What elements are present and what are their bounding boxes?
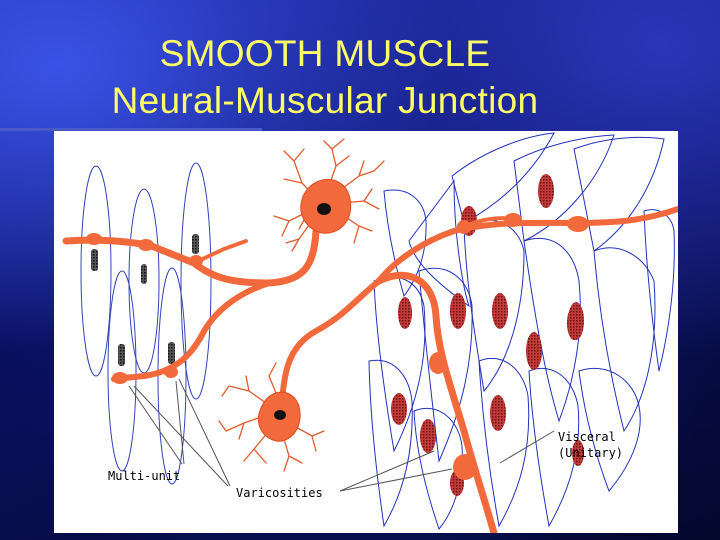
varicosity (453, 454, 477, 480)
label-multi-unit: Multi-unit (108, 469, 180, 483)
nucleus (538, 174, 554, 208)
nucleus (398, 297, 412, 329)
nucleus (420, 419, 436, 453)
multi-unit-cell (81, 166, 111, 376)
pointer-multi-unit (129, 386, 182, 464)
visceral-cell (409, 181, 469, 306)
neuron-nucleus (317, 203, 331, 215)
multi-unit-cell (108, 271, 136, 471)
nucleus (118, 344, 125, 366)
varicosity (189, 255, 203, 267)
varicosity (86, 233, 102, 245)
nucleus (192, 234, 199, 254)
pointer-visceral (500, 431, 554, 463)
neuromuscular-diagram: Multi-unit Varicosities Visceral (Unitar… (54, 131, 678, 533)
visceral-cell (369, 360, 412, 526)
slide-title: SMOOTH MUSCLE Neural-Muscular Junction (0, 30, 650, 124)
varicosity (567, 216, 589, 232)
varicosity (138, 239, 154, 251)
varicosity (457, 220, 471, 234)
title-line-1: SMOOTH MUSCLE (0, 30, 650, 77)
multi-unit-cells (81, 163, 211, 484)
nucleus (492, 293, 508, 329)
label-visceral: Visceral (558, 430, 616, 444)
nucleus (567, 306, 581, 340)
varicosity (504, 213, 522, 227)
visceral-cell (644, 210, 674, 371)
diagram-canvas: Multi-unit Varicosities Visceral (Unitar… (54, 131, 678, 533)
nucleus (391, 393, 407, 425)
nucleus (490, 395, 506, 431)
pointer-multi-unit (176, 381, 184, 464)
nucleus (91, 249, 98, 271)
varicosity (429, 352, 447, 374)
multi-unit-nuclei (91, 234, 199, 366)
label-varicosities: Varicosities (236, 486, 323, 500)
nucleus (450, 293, 466, 329)
visceral-cell (594, 248, 655, 431)
nucleus (168, 342, 175, 364)
varicosity (112, 372, 128, 384)
neuron-cell-bodies (258, 179, 350, 441)
varicosity (164, 366, 178, 378)
nucleus (526, 332, 542, 370)
visceral-cell (574, 137, 664, 251)
pointer-varicosities (340, 469, 452, 491)
nucleus (141, 264, 147, 284)
neuron-nucleus (274, 410, 286, 420)
label-unitary: (Unitary) (558, 446, 623, 460)
pointer-varicosities (340, 451, 434, 491)
visceral-cells (369, 133, 674, 529)
title-line-2: Neural-Muscular Junction (0, 77, 650, 124)
